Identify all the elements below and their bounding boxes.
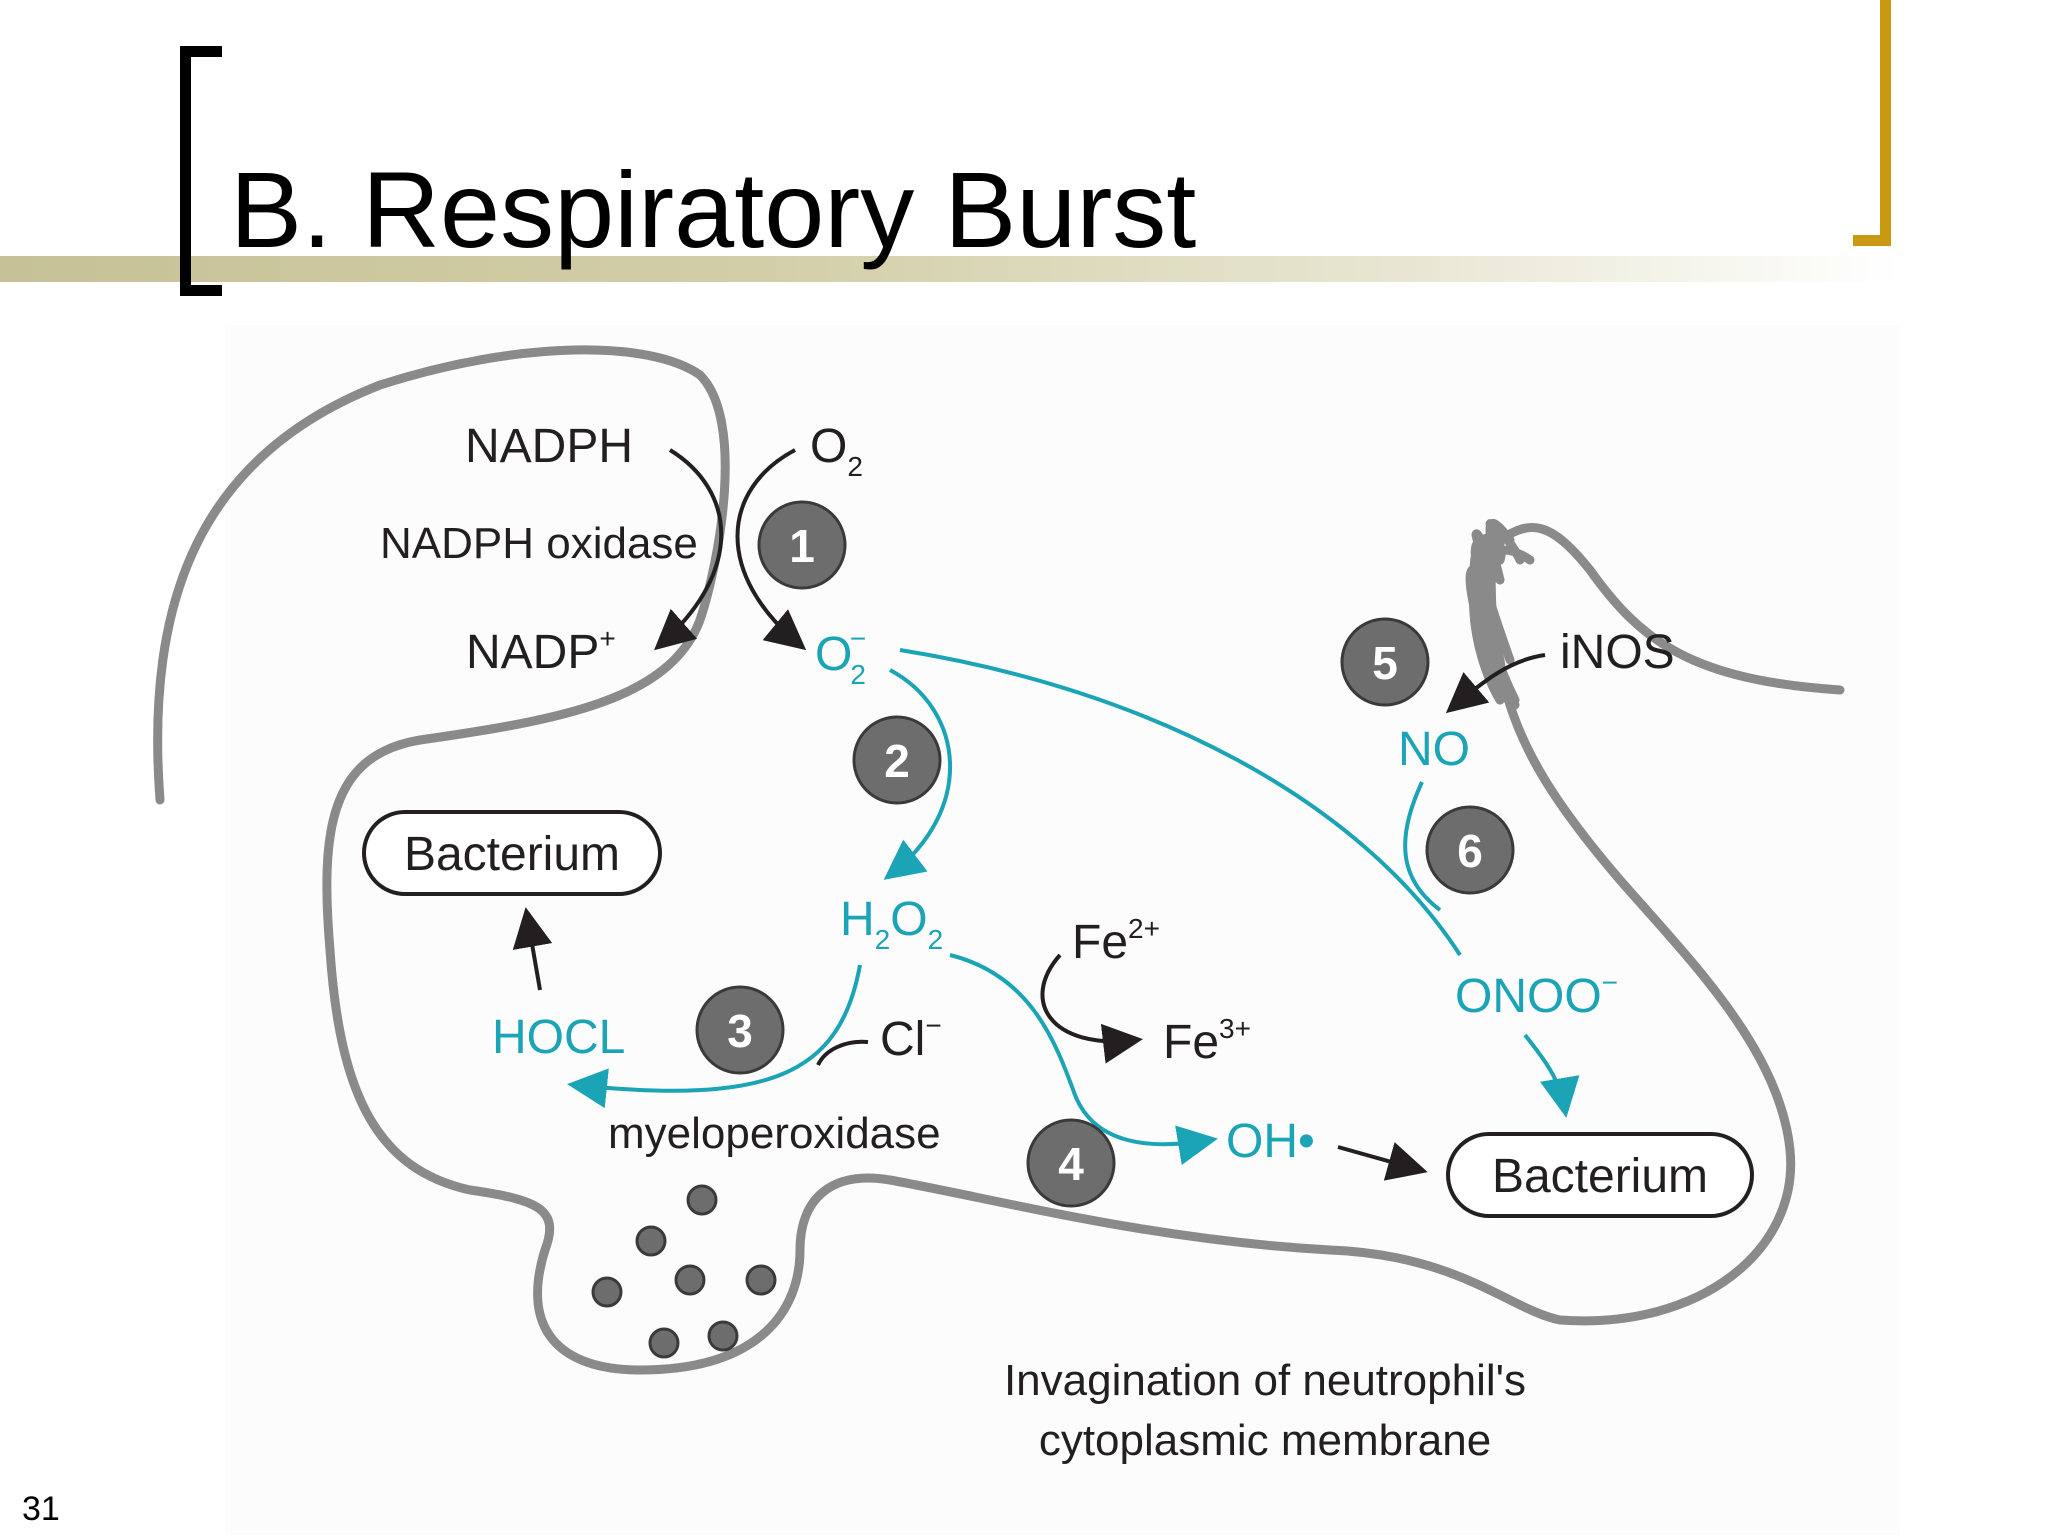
granule: [745, 1264, 777, 1296]
label-h2o2: H2O2: [840, 893, 943, 955]
granule: [648, 1327, 680, 1359]
label-inos: iNOS: [1560, 626, 1675, 679]
bacterium-left-label: Bacterium: [404, 828, 620, 881]
arrow-hocl-to-bacterium: [512, 907, 553, 991]
bacterium-right-label: Bacterium: [1492, 1150, 1708, 1203]
arrow-superoxide-to-onoo: [899, 648, 1462, 957]
right-bracket-decoration: [1853, 0, 1891, 246]
granules: [591, 1184, 777, 1359]
page-number: 31: [22, 1490, 60, 1528]
slide-title: B. Respiratory Burst: [230, 149, 1197, 270]
granule: [674, 1264, 706, 1296]
arrow-no-to-onoo: [1403, 781, 1442, 912]
granule: [591, 1276, 623, 1308]
label-o2: O2: [810, 420, 863, 482]
label-oh-radical: OH•: [1226, 1115, 1315, 1168]
label-nadph-oxidase: NADPH oxidase: [380, 519, 698, 568]
svg-text:5: 5: [1372, 637, 1398, 689]
diagram-background: [225, 325, 1900, 1535]
step-circles: 1 2 3 4 5 6: [695, 500, 1515, 1208]
bacterium-right-box: [1446, 1132, 1754, 1218]
label-superoxide: O2−: [815, 623, 866, 690]
granule: [686, 1184, 718, 1216]
arrow-h2o2-to-oh: [949, 953, 1218, 1165]
arrow-oh-to-bacterium: [1337, 1142, 1428, 1181]
step-6-badge: 6: [1425, 805, 1515, 895]
label-nadp: NADP+: [466, 623, 616, 679]
svg-text:6: 6: [1457, 825, 1483, 877]
step-5-badge: 5: [1340, 617, 1430, 707]
step-3-badge: 3: [695, 985, 785, 1075]
label-fe2: Fe2+: [1072, 913, 1160, 969]
step-1-badge: 1: [757, 500, 847, 590]
arrow-fe2-to-fe3: [1040, 953, 1143, 1064]
step-2-badge: 2: [852, 715, 942, 805]
granule: [707, 1320, 739, 1352]
label-cl: Cl−: [880, 1010, 942, 1066]
step-4-badge: 4: [1026, 1118, 1116, 1208]
granule: [635, 1225, 667, 1257]
label-onoo: ONOO−: [1455, 967, 1618, 1023]
bacterium-left-box: [362, 810, 662, 896]
left-bracket-decoration: [180, 46, 222, 296]
title-underline-bar: [0, 256, 1900, 282]
label-nadph: NADPH: [465, 420, 633, 473]
caption-line-1: Invagination of neutrophil's: [1004, 1356, 1526, 1405]
svg-text:1: 1: [789, 520, 815, 572]
arrow-h2o2-to-hocl: [567, 964, 862, 1109]
neutrophil-membrane-lobe-arc: [1469, 523, 1845, 705]
caption-line-2: cytoplasmic membrane: [1039, 1416, 1491, 1465]
label-myeloperoxidase: myeloperoxidase: [608, 1109, 941, 1158]
arrow-superoxide-to-h2o2: [883, 668, 952, 880]
arrow-cl-join: [816, 1039, 869, 1066]
svg-text:2: 2: [884, 735, 910, 787]
label-no: NO: [1398, 723, 1470, 776]
label-hocl: HOCL: [492, 1011, 625, 1064]
arrow-nadph-to-nadp: [654, 448, 724, 651]
svg-text:4: 4: [1058, 1138, 1084, 1190]
arrow-onoo-to-bacterium: [1523, 1033, 1580, 1118]
arrow-o2-to-superoxide: [735, 448, 807, 651]
svg-text:3: 3: [727, 1005, 753, 1057]
arrow-inos-to-no: [1445, 653, 1546, 714]
label-fe3: Fe3+: [1163, 1013, 1251, 1069]
neutrophil-membrane: [153, 345, 1796, 1375]
